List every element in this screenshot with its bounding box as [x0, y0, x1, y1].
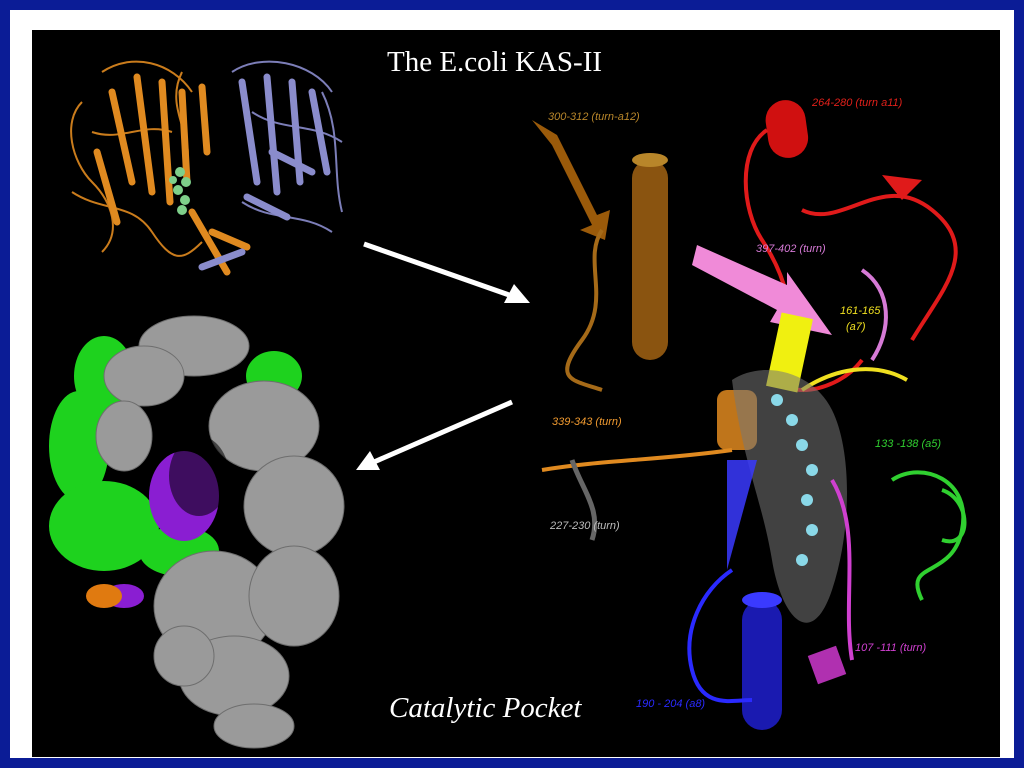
slide-title: The E.coli KAS-II [387, 46, 602, 79]
label-107-111: 107 -111 (turn) [855, 642, 926, 654]
protein-dimer-image [42, 32, 364, 286]
label-190-204: 190 - 204 (a8) [636, 698, 705, 710]
label-264-280: 264-280 (turn a11) [812, 97, 902, 109]
pocket-surface-image [34, 306, 364, 756]
label-133-138: 133 -138 (a5) [875, 438, 941, 450]
pocket-structure-image [502, 60, 992, 740]
slide-caption: Catalytic Pocket [389, 692, 581, 725]
label-300-312: 300-312 (turn-a12) [548, 111, 640, 123]
label-397-402: 397-402 (turn) [756, 243, 826, 255]
label-339-343: 339-343 (turn) [552, 416, 622, 428]
label-161-165: 161-165 [840, 305, 880, 317]
label-227-230: 227-230 (turn) [550, 520, 620, 532]
slide-border: The E.coli KAS-II Catalytic Pocket 300-3… [10, 10, 1014, 758]
label-a7: (a7) [846, 321, 866, 333]
slide-canvas: The E.coli KAS-II Catalytic Pocket 300-3… [32, 30, 1000, 757]
